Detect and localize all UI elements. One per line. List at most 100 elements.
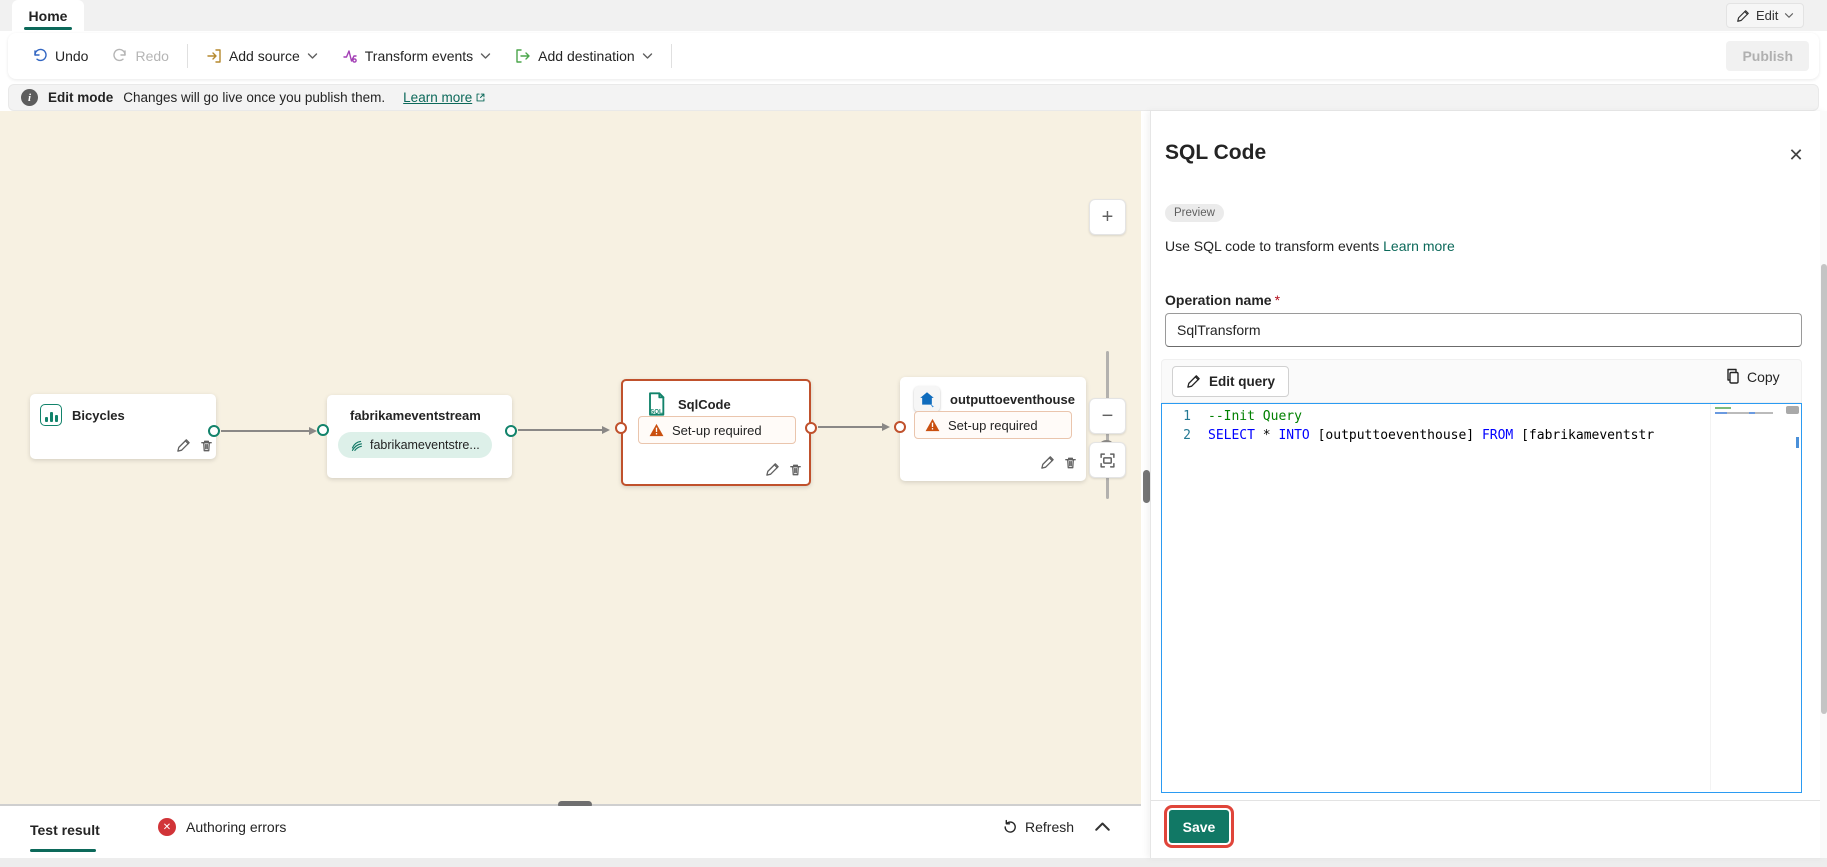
node-sqlcode[interactable]: SQL SqlCode Set-up required (621, 379, 811, 486)
editor-toolbar: Edit query Copy (1161, 359, 1802, 403)
setup-required-label: Set-up required (948, 417, 1038, 433)
setup-required-badge: Set-up required (638, 416, 796, 444)
redo-icon (112, 48, 128, 64)
external-link-icon (475, 92, 486, 103)
node-eventhouse[interactable]: outputtoeventhouse Set-up required (900, 377, 1086, 481)
sample-data-icon (40, 404, 62, 426)
warning-icon (925, 418, 940, 432)
connector-output[interactable] (805, 422, 817, 434)
add-source-icon (206, 48, 222, 64)
connection-arrow (882, 422, 890, 431)
transform-events-label: Transform events (364, 48, 474, 64)
svg-text:SQL: SQL (650, 408, 663, 415)
chevron-down-icon (307, 52, 318, 60)
panel-description: Use SQL code to transform events Learn m… (1165, 238, 1455, 254)
tab-home-active-indicator (24, 27, 72, 30)
fit-to-view-icon (1099, 452, 1116, 469)
tab-authoring-errors[interactable]: ✕ Authoring errors (158, 818, 286, 836)
edit-mode-banner: i Edit mode Changes will go live once yo… (8, 84, 1819, 111)
canvas-horizontal-scrollbar[interactable] (558, 801, 592, 808)
connector-input[interactable] (894, 421, 906, 433)
editor-scrollbar[interactable] (1786, 406, 1799, 414)
canvas-vertical-scrollbar[interactable] (1143, 470, 1150, 503)
banner-message: Changes will go live once you publish th… (123, 90, 386, 105)
refresh-button[interactable]: Refresh (1002, 819, 1074, 835)
editor-minimap[interactable] (1710, 404, 1782, 790)
node-title: Bicycles (72, 408, 125, 423)
setup-required-badge: Set-up required (914, 411, 1072, 439)
pencil-icon (1186, 374, 1201, 389)
publish-label: Publish (1742, 48, 1793, 64)
connector-input[interactable] (317, 424, 329, 436)
add-source-button[interactable]: Add source (194, 40, 330, 72)
pencil-icon (1736, 9, 1750, 23)
connector-output[interactable] (208, 425, 220, 437)
edit-mode-label: Edit (1756, 8, 1779, 23)
fit-to-view-button[interactable] (1089, 442, 1126, 478)
minus-icon: − (1101, 404, 1114, 427)
add-destination-icon (515, 48, 531, 64)
toolbar-divider (670, 44, 672, 68)
node-title: outputtoeventhouse (950, 392, 1075, 407)
operation-name-input[interactable] (1165, 313, 1802, 347)
edit-node-icon[interactable] (176, 438, 191, 453)
eventhouse-icon (914, 386, 940, 412)
edit-mode-button[interactable]: Edit (1726, 3, 1805, 28)
copy-label: Copy (1747, 368, 1780, 385)
collapse-panel-chevron-up-icon[interactable] (1095, 821, 1110, 831)
delete-node-icon[interactable] (788, 462, 803, 477)
window-bottom-strip (0, 858, 1827, 867)
save-button[interactable]: Save (1164, 805, 1234, 848)
tab-home[interactable]: Home (12, 0, 84, 31)
edit-node-icon[interactable] (765, 462, 780, 477)
panel-scrollbar-thumb[interactable] (1821, 264, 1827, 714)
connector-input[interactable] (615, 422, 627, 434)
publish-button[interactable]: Publish (1726, 41, 1809, 71)
node-eventstream[interactable]: fabrikameventstream fabrikameventstre... (327, 395, 512, 478)
refresh-icon (1002, 819, 1018, 835)
add-destination-label: Add destination (538, 48, 635, 64)
panel-learn-more-link[interactable]: Learn more (1383, 238, 1455, 254)
preview-badge: Preview (1165, 204, 1224, 222)
eventstream-pill-label: fabrikameventstre... (370, 438, 480, 452)
banner-learn-more-link[interactable]: Learn more (403, 90, 486, 105)
eventstream-icon (350, 439, 363, 452)
undo-button[interactable]: Undo (20, 40, 100, 72)
connector-output[interactable] (505, 425, 517, 437)
undo-label: Undo (55, 48, 89, 64)
node-bicycles[interactable]: Bicycles (30, 394, 216, 459)
delete-node-icon[interactable] (199, 438, 214, 453)
ribbon-toolbar: Undo Redo Add source Transform events Ad… (8, 33, 1819, 79)
connection-line (518, 429, 604, 431)
zoom-in-button[interactable]: + (1089, 199, 1126, 235)
eventstream-pill[interactable]: fabrikameventstre... (338, 432, 492, 458)
transform-events-icon (342, 48, 358, 64)
sql-code-panel: SQL Code ✕ Preview Use SQL code to trans… (1150, 111, 1827, 858)
tab-test-result[interactable]: Test result (30, 822, 100, 838)
chevron-down-icon (480, 52, 491, 60)
delete-node-icon[interactable] (1063, 455, 1078, 470)
edit-node-icon[interactable] (1040, 455, 1055, 470)
eventstream-canvas[interactable]: Bicycles fabrikameventstream fabrikameve… (0, 111, 1141, 808)
redo-label: Redo (135, 48, 169, 64)
error-icon: ✕ (158, 818, 176, 836)
panel-scrollbar-track (1820, 111, 1827, 858)
redo-button[interactable]: Redo (100, 40, 180, 72)
add-destination-button[interactable]: Add destination (503, 40, 665, 72)
transform-events-button[interactable]: Transform events (330, 40, 503, 72)
close-panel-icon[interactable]: ✕ (1788, 144, 1804, 165)
edit-query-button[interactable]: Edit query (1172, 366, 1290, 397)
copy-button[interactable]: Copy (1725, 368, 1780, 385)
authoring-errors-label: Authoring errors (186, 819, 287, 835)
info-icon: i (21, 89, 38, 106)
zoom-out-button[interactable]: − (1089, 398, 1126, 434)
learn-more-label: Learn more (403, 90, 473, 105)
plus-icon: + (1101, 205, 1114, 228)
edit-query-label: Edit query (1209, 374, 1276, 389)
tab-home-label: Home (28, 7, 68, 24)
chevron-down-icon (1784, 12, 1794, 19)
required-asterisk: * (1274, 292, 1281, 308)
